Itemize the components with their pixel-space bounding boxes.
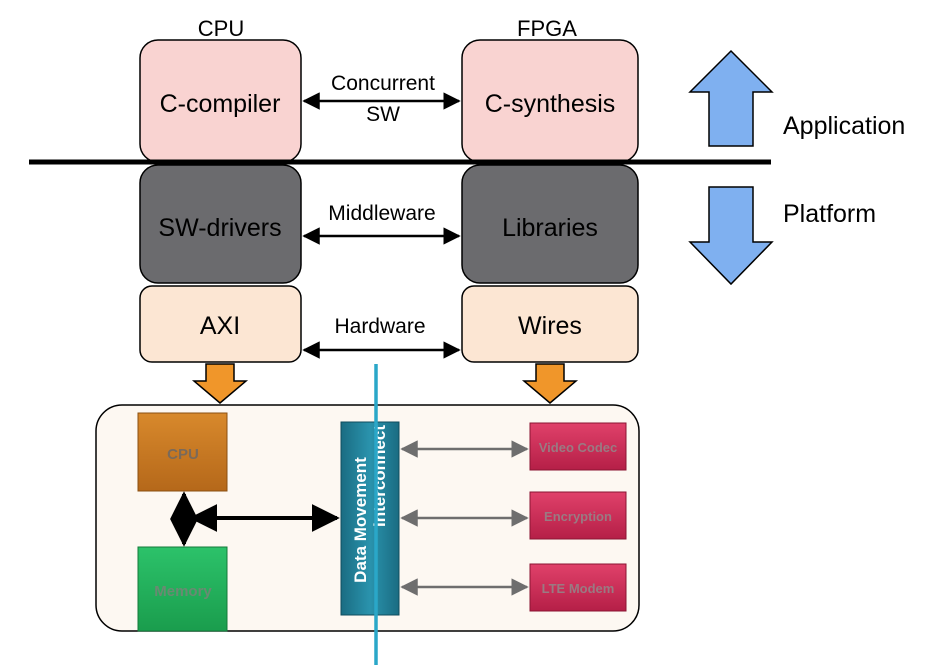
cpu-column-header: CPU [198,16,244,41]
middleware-label: Middleware [328,202,435,225]
libraries-box [461,164,639,284]
application-up-arrow-icon [688,49,774,147]
axi-box [139,285,302,363]
wires-down-arrow-icon [521,363,579,404]
soc-memory-label: Memory [154,583,212,600]
interconnect-block [340,421,400,616]
video-codec-label: Video Codec [539,440,618,455]
concurrent-label: Concurrent [331,72,435,95]
axi-down-arrow-icon [191,363,249,404]
axi-label: AXI [200,312,240,340]
platform-layer-label: Platform [783,200,876,228]
fpga-column-header: FPGA [517,16,577,41]
c-synthesis-label: C-synthesis [485,90,616,118]
soc-cpu-block [137,412,228,492]
interconnect-label-line2: Interconnect [370,425,389,527]
platform-down-arrow-icon [688,186,774,286]
libraries-label: Libraries [502,214,598,242]
c-compiler-label: C-compiler [160,90,281,118]
lte-modem-label: LTE Modem [542,581,615,596]
encryption-label: Encryption [544,509,612,524]
sw-drivers-label: SW-drivers [158,214,281,242]
wires-box [461,285,639,363]
hardware-label: Hardware [334,315,425,338]
soc-cpu-label: CPU [167,446,199,463]
interconnect-label-line1: Data Movement [351,457,370,583]
application-layer-label: Application [783,112,905,140]
concurrent-sw-label: SW [366,103,400,126]
encryption-block [529,491,627,540]
video-codec-block [529,422,627,471]
sw-drivers-box [139,164,302,284]
wires-label: Wires [518,312,582,340]
soc-memory-block [137,546,228,632]
lte-modem-block [529,563,627,612]
